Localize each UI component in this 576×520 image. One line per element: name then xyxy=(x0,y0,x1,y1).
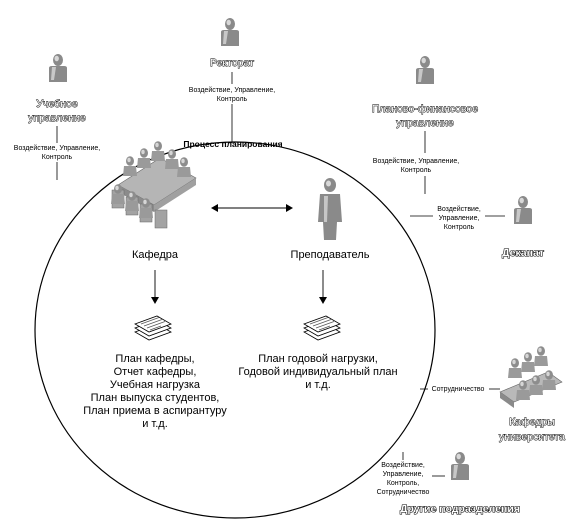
academic-office-node: Учебное управление Воздействие, Управлен… xyxy=(14,54,100,180)
other-units-relation-line-3: Контроль, xyxy=(387,480,419,487)
academic-office-relation-line-2: Контроль xyxy=(42,154,73,161)
other-units-relation-line-4: Сотрудничество xyxy=(377,489,430,496)
academic-office-label-line-2: управление xyxy=(28,112,86,124)
teacher-label: Преподаватель xyxy=(291,249,370,261)
process-title: Процесс планирования xyxy=(183,139,282,149)
process-boundary xyxy=(34,141,436,519)
other-units-label: Другие подразделения xyxy=(400,503,520,515)
department-doc-1: План кафедры, xyxy=(115,353,194,365)
deans-office-node: Деканат Воздействие, Управление, Контрол… xyxy=(410,196,544,260)
university-departments-label-line-1: Кафедры xyxy=(509,416,555,428)
rectorate-relation-line-2: Контроль xyxy=(217,96,248,103)
teacher-doc-2: Годовой индивидуальный план xyxy=(238,366,397,378)
other-units-person-icon xyxy=(451,452,469,480)
other-units-relation-line-2: Управление, xyxy=(383,471,424,478)
academic-office-relation-line-1: Воздействие, Управление, xyxy=(14,144,100,152)
other-units-node: Другие подразделения Воздействие, Управл… xyxy=(377,452,520,516)
department-meeting-icon xyxy=(111,141,197,229)
finance-office-label-line-1: Планово-финансовое xyxy=(372,103,478,115)
teacher-documents-icon xyxy=(303,315,341,341)
finance-office-person-icon xyxy=(416,56,434,84)
other-units-relation-line-1: Воздействие, xyxy=(381,461,425,469)
teacher-doc-1: План годовой нагрузки, xyxy=(258,353,378,365)
academic-office-label-line-1: Учебное xyxy=(36,98,78,110)
deans-office-person-icon xyxy=(514,196,532,224)
department-node: Кафедра План кафедры, Отчет кафедры, Уче… xyxy=(83,141,227,430)
rectorate-person-icon xyxy=(221,18,239,46)
university-departments-node: Кафедры университета Сотрудничество xyxy=(420,346,566,443)
deans-office-relation-line-3: Контроль xyxy=(444,224,475,231)
teacher-person-icon xyxy=(318,178,342,240)
deans-office-relation-line-1: Воздействие, xyxy=(437,205,481,213)
finance-office-node: Планово-финансовое управление Воздействи… xyxy=(371,56,479,194)
university-departments-meeting-icon xyxy=(499,346,563,408)
department-doc-2: Отчет кафедры, xyxy=(114,366,197,378)
finance-office-label-line-2: управление xyxy=(396,117,454,129)
teacher-doc-3: и т.д. xyxy=(305,379,331,391)
department-documents-icon xyxy=(134,315,172,341)
academic-office-person-icon xyxy=(49,54,67,82)
department-doc-5: План приема в аспирантуру xyxy=(83,405,227,417)
deans-office-relation-line-2: Управление, xyxy=(439,215,480,222)
department-label: Кафедра xyxy=(132,249,179,261)
university-departments-label-line-2: университета xyxy=(499,431,565,443)
department-doc-6: и т.д. xyxy=(142,418,168,430)
rectorate-relation-line-1: Воздействие, Управление, xyxy=(189,86,275,94)
rectorate-label: Ректорат xyxy=(210,57,254,69)
finance-office-relation-line-2: Контроль xyxy=(401,167,432,174)
department-doc-3: Учебная нагрузка xyxy=(110,379,201,391)
rectorate-node: Ректорат Воздействие, Управление, Контро… xyxy=(189,18,275,143)
finance-office-relation-line-1: Воздействие, Управление, xyxy=(373,157,459,165)
department-doc-4: План выпуска студентов, xyxy=(91,392,220,404)
university-departments-relation: Сотрудничество xyxy=(432,386,485,393)
deans-office-label: Деканат xyxy=(502,247,544,259)
teacher-node: Преподаватель План годовой нагрузки, Год… xyxy=(238,178,398,391)
